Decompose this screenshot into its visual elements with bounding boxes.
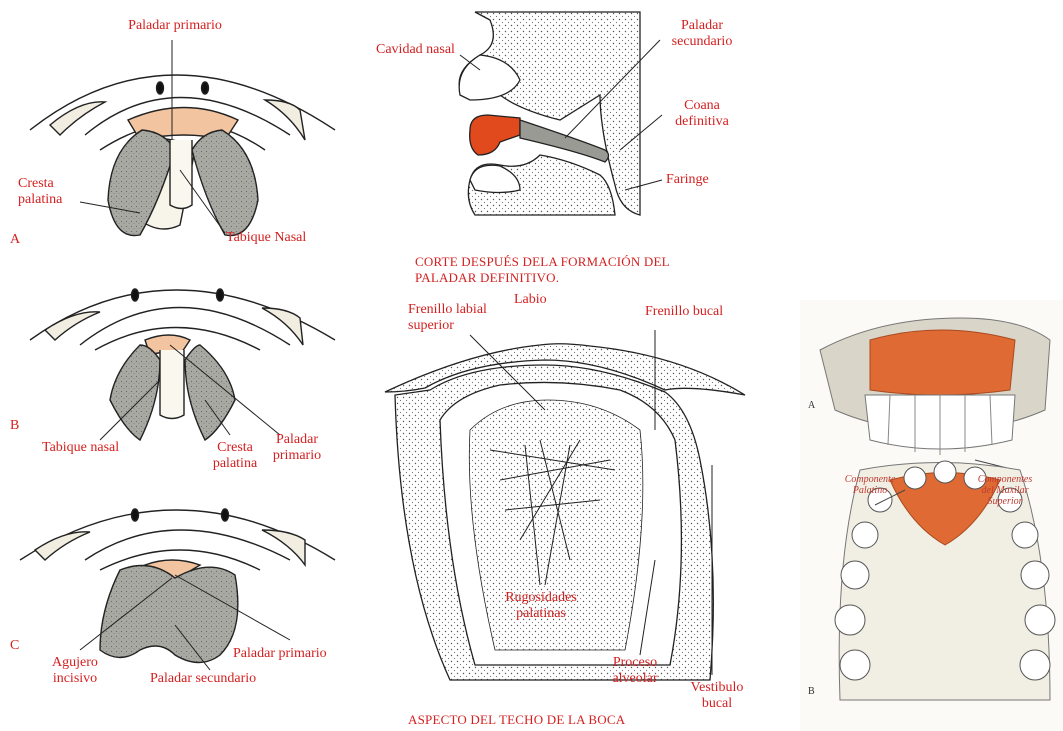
- panel-a-letter: A: [10, 232, 20, 248]
- sagittal-faringe-label: Faringe: [666, 172, 709, 188]
- panel-b-paladar-primario-label: Paladar primario: [262, 432, 332, 464]
- panel-b-cresta-palatina-label: Cresta palatina: [200, 440, 270, 472]
- panel-b-tabique-nasal-label: Tabique nasal: [42, 440, 119, 456]
- panel-a-drawing: [30, 40, 335, 236]
- roof-frenillo-bucal-label: Frenillo bucal: [645, 304, 723, 320]
- panel-a-tabique-nasal-label: Tabique Nasal: [226, 230, 306, 246]
- photo-componente-palatino-label: Componente Palatino: [835, 474, 905, 496]
- sagittal-section-drawing: [459, 12, 662, 215]
- roof-proceso-alveolar-label: Proceso alveolar: [600, 655, 670, 687]
- roof-of-mouth-drawing: [385, 330, 745, 680]
- roof-caption: ASPECTO DEL TECHO DE LA BOCA: [408, 712, 625, 728]
- sagittal-paladar-secundario-label: Paladar secundario: [662, 18, 742, 50]
- sagittal-cavidad-nasal-label: Cavidad nasal: [376, 42, 455, 58]
- roof-frenillo-labial-label: Frenillo labial superior: [408, 302, 487, 334]
- photo-letter-a: A: [808, 398, 815, 414]
- panel-b-letter: B: [10, 418, 19, 434]
- panel-c-paladar-secundario-label: Paladar secundario: [150, 671, 256, 687]
- photo-letter-b: B: [808, 684, 815, 700]
- photo-componentes-maxilar-label: Componentes del Maxilar Superior: [965, 474, 1045, 507]
- panel-c-paladar-primario-label: Paladar primario: [233, 646, 327, 662]
- panel-c-letter: C: [10, 638, 19, 654]
- photo-drawing: [800, 300, 1063, 731]
- sagittal-caption: CORTE DESPUÉS DELA FORMACIÓN DEL PALADAR…: [415, 254, 670, 286]
- panel-a-paladar-primario-label: Paladar primario: [115, 18, 235, 34]
- panel-c-agujero-incisivo-label: Agujero incisivo: [40, 655, 110, 687]
- roof-vestibulo-bucal-label: Vestibulo bucal: [682, 680, 752, 712]
- panel-a-cresta-palatina-label: Cresta palatina: [18, 176, 62, 208]
- roof-rugosidades-label: Rugosidades palatinas: [486, 590, 596, 622]
- panel-b-drawing: [30, 289, 335, 440]
- sagittal-coana-definitiva-label: Coana definitiva: [664, 98, 740, 130]
- roof-labio-label: Labio: [514, 292, 547, 308]
